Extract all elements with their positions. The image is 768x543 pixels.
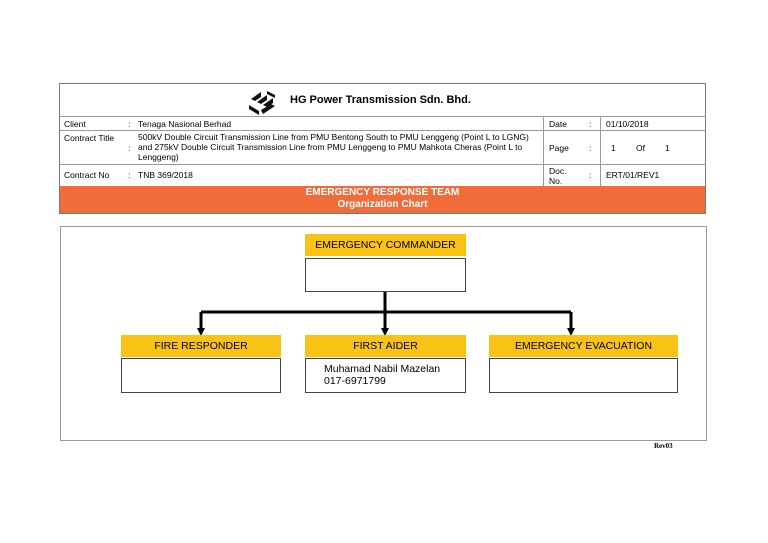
date-label: Date (549, 119, 567, 129)
fire-responder-name-box (121, 358, 281, 393)
doc-no-label: Doc. No. (549, 166, 567, 186)
company-logo (249, 91, 275, 115)
first-aider-phone: 017-6971799 (324, 375, 386, 387)
colon: : (589, 143, 592, 153)
colon: : (128, 119, 131, 129)
banner-subtitle: Organization Chart (337, 199, 428, 210)
evacuation-name-box (489, 358, 678, 393)
header-divider (60, 116, 706, 117)
evacuation-role: EMERGENCY EVACUATION (489, 335, 678, 357)
fire-responder-role: FIRE RESPONDER (121, 335, 281, 357)
client-label: Client (64, 119, 86, 129)
document-header (59, 83, 706, 214)
org-chart-frame (60, 226, 707, 441)
contract-no-label: Contract No (64, 170, 110, 180)
header-divider (600, 116, 601, 186)
doc-no-value: ERT/01/REV1 (606, 170, 660, 180)
first-aider-name-box: Muhamad Nabil Mazelan 017-6971799 (305, 358, 466, 393)
colon: : (589, 170, 592, 180)
contract-no-value: TNB 369/2018 (138, 170, 193, 180)
banner-title: EMERGENCY RESPONSE TEAM (305, 187, 460, 198)
commander-role: EMERGENCY COMMANDER (305, 234, 466, 256)
colon: : (589, 119, 592, 129)
commander-name-box (305, 258, 466, 292)
evacuation-name (490, 359, 677, 364)
commander-name (306, 259, 465, 264)
contract-title-value: 500kV Double Circuit Transmission Line f… (138, 132, 529, 162)
colon: : (128, 170, 131, 180)
page-label: Page (549, 143, 569, 153)
colon: : (128, 143, 131, 153)
client-value: Tenaga Nasional Berhad (138, 119, 232, 129)
page-of: Of (636, 143, 645, 153)
revision-label: Rev03 (654, 442, 673, 450)
page-number: 1 (611, 143, 616, 153)
header-divider (60, 130, 706, 131)
contract-title-label: Contract Title (64, 133, 115, 143)
date-value: 01/10/2018 (606, 119, 649, 129)
company-name: HG Power Transmission Sdn. Bhd. (290, 94, 471, 106)
header-divider (543, 116, 544, 186)
header-divider (60, 164, 706, 165)
fire-responder-name (122, 359, 280, 364)
title-banner: EMERGENCY RESPONSE TEAM Organization Cha… (60, 186, 705, 213)
first-aider-name: Muhamad Nabil Mazelan (324, 363, 441, 375)
first-aider-role: FIRST AIDER (305, 335, 466, 357)
page-total: 1 (665, 143, 670, 153)
